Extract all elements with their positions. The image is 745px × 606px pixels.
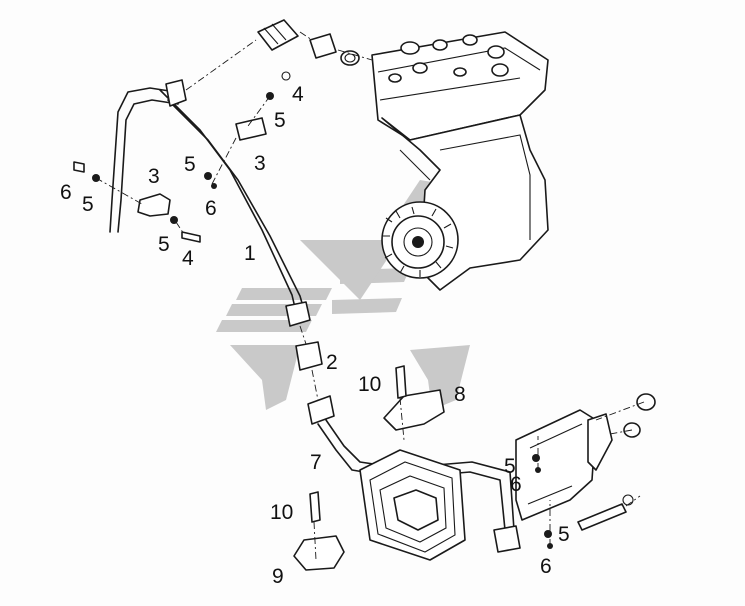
callout-4-lower: 4 [182, 247, 194, 270]
callout-6-c: 6 [510, 473, 522, 496]
callout-5-e: 5 [504, 455, 516, 478]
callout-10-upper: 10 [358, 373, 382, 396]
air-compressor [371, 31, 549, 291]
clamp-9 [293, 535, 345, 571]
callout-6-a: 6 [60, 181, 72, 204]
callout-2: 2 [326, 351, 338, 374]
callout-5-b: 5 [184, 153, 196, 176]
callout-3-upper: 3 [254, 152, 266, 175]
callout-4-upper: 4 [292, 83, 304, 106]
drive-gear [381, 201, 459, 279]
callout-3-left: 3 [148, 165, 160, 188]
callout-6-b: 6 [205, 197, 217, 220]
clamp-8 [383, 389, 445, 431]
leader-lines [95, 31, 645, 561]
callout-9: 9 [272, 565, 284, 588]
callout-5-f: 5 [558, 523, 570, 546]
pipe-1 [109, 19, 311, 327]
fittings [295, 33, 360, 425]
callout-10-lower: 10 [270, 501, 294, 524]
cylinder-head-ports [388, 34, 509, 83]
callout-7: 7 [310, 451, 322, 474]
bracket-3-left [137, 117, 267, 217]
callout-5-d: 5 [158, 233, 170, 256]
mounting-bracket [515, 393, 656, 521]
callout-5-c: 5 [82, 193, 94, 216]
callout-6-d: 6 [540, 555, 552, 578]
callout-8: 8 [454, 383, 466, 406]
callout-1: 1 [244, 242, 256, 265]
cooling-coil [359, 449, 466, 561]
callout-5-a: 5 [274, 109, 286, 132]
fasteners [73, 71, 634, 549]
